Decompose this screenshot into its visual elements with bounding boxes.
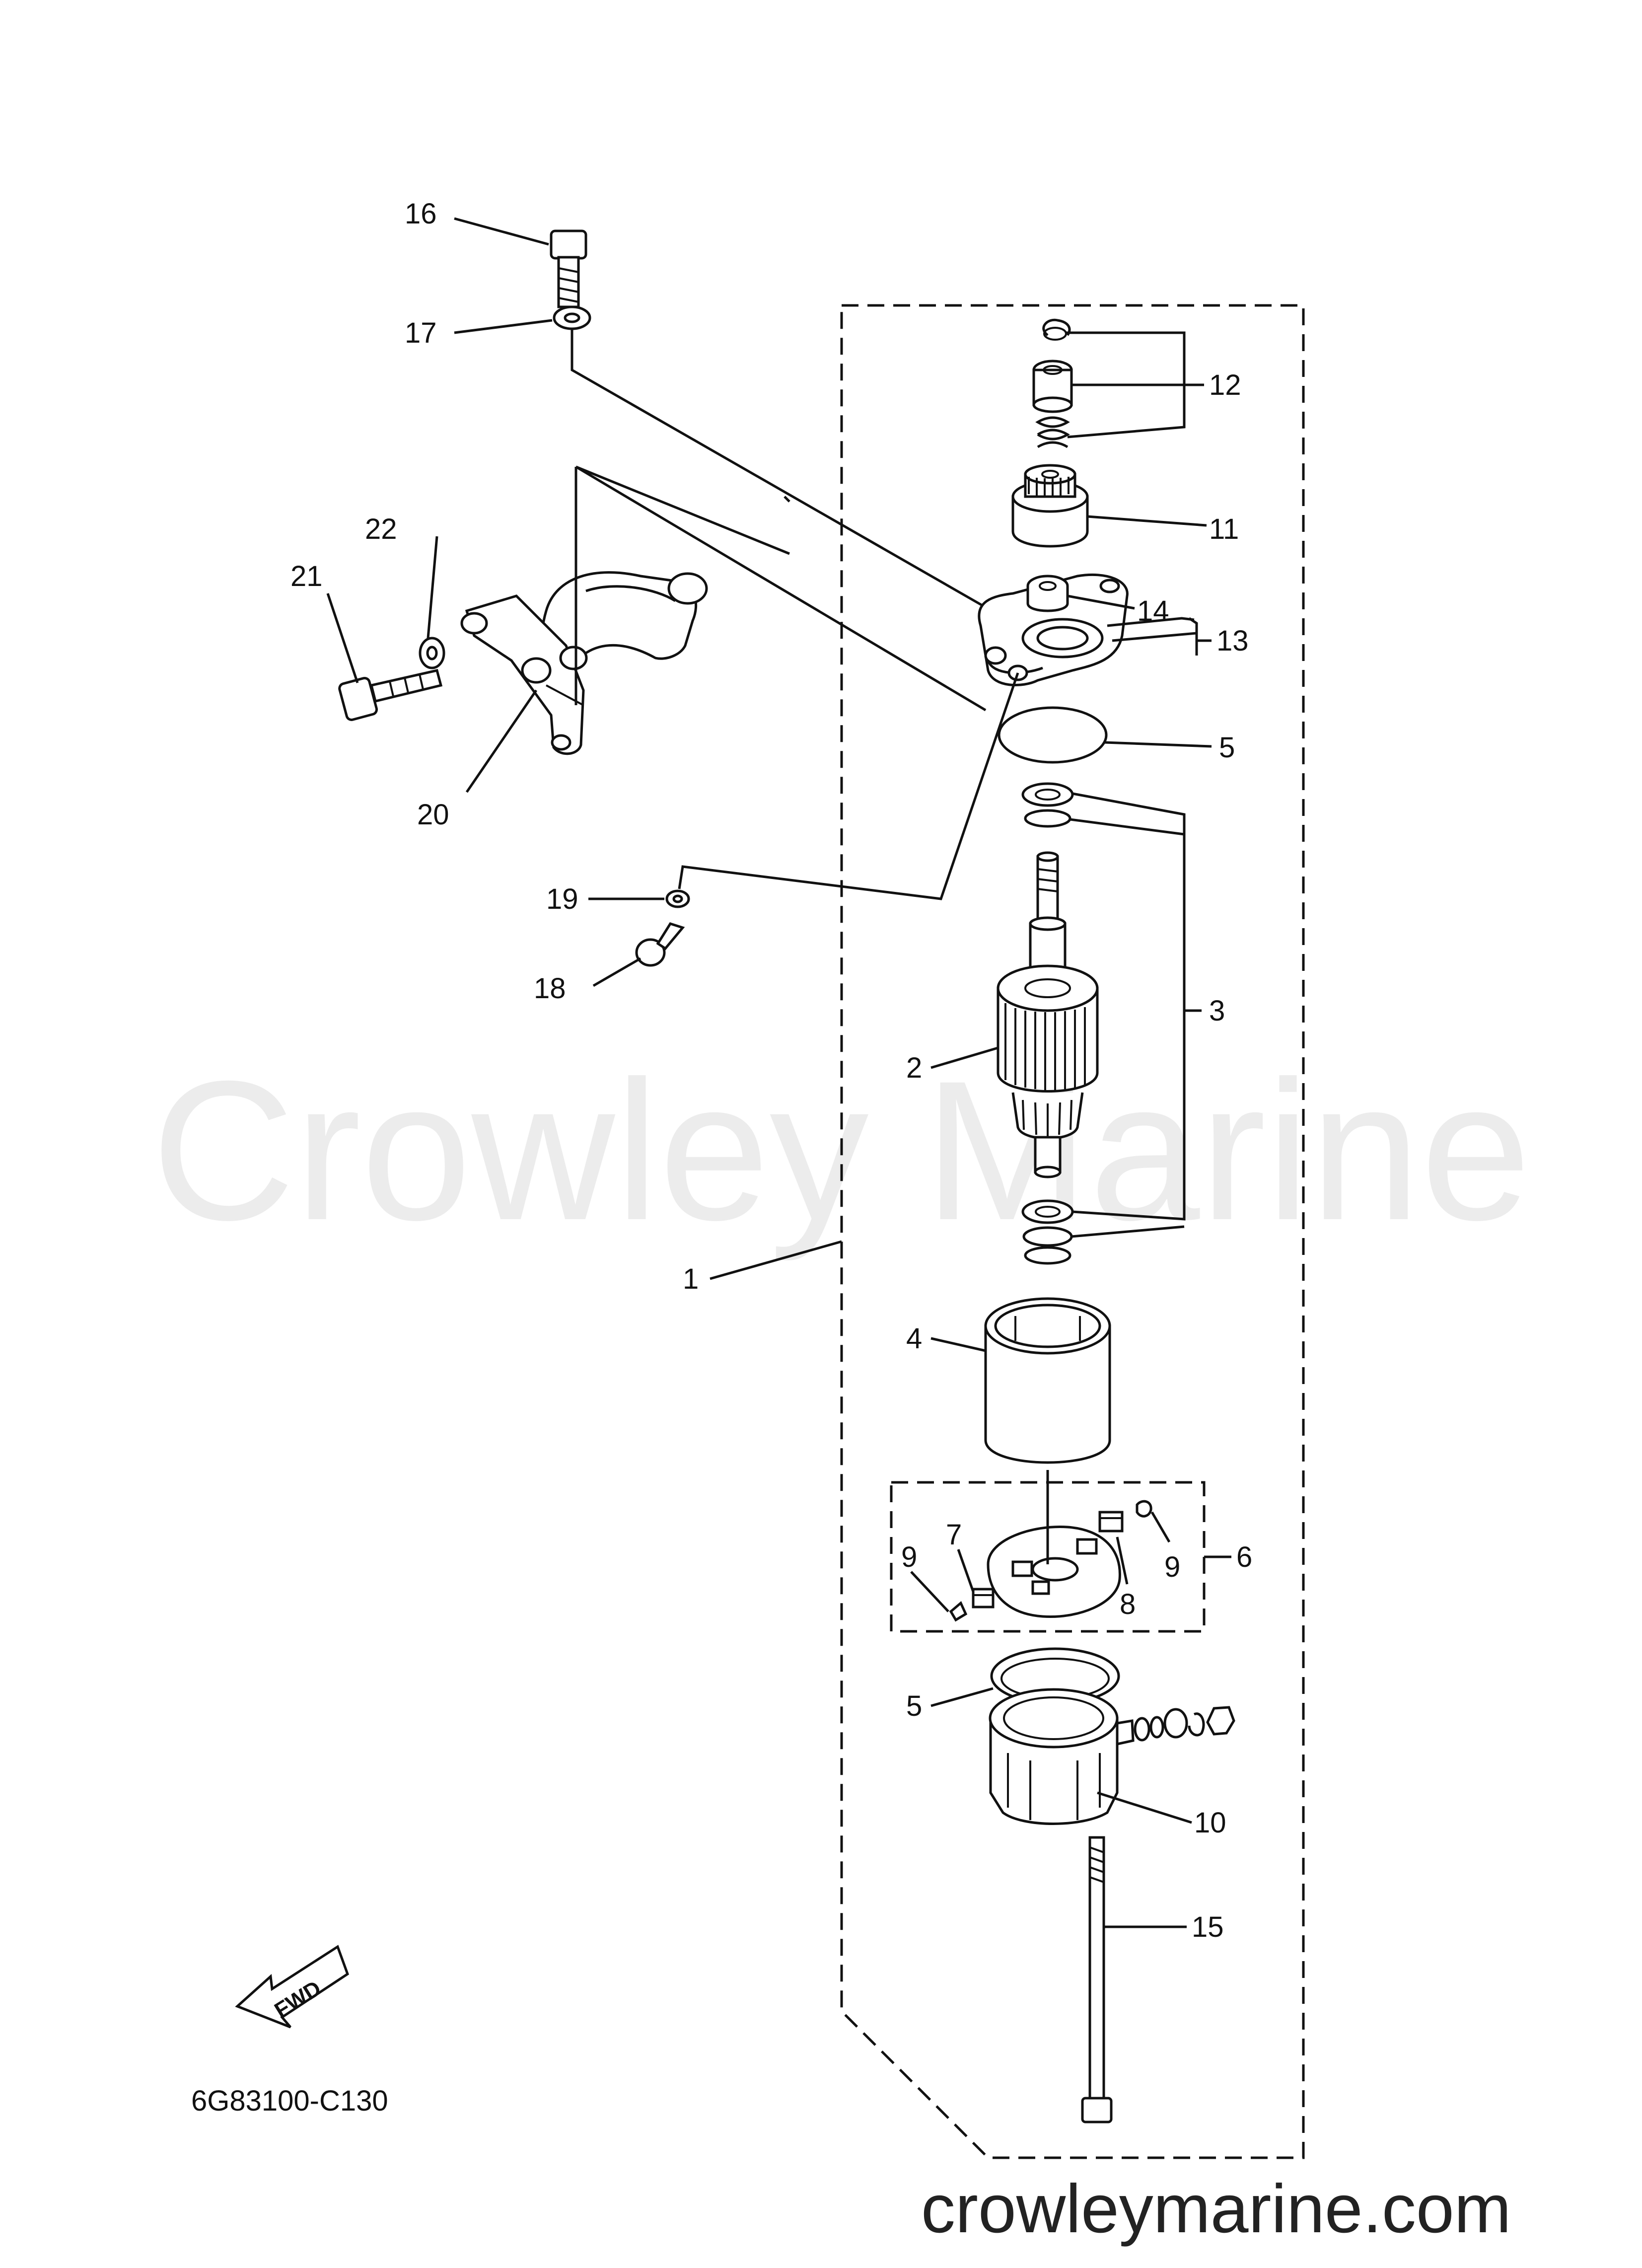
part-12-clip-sleeve-spring: [1032, 318, 1073, 448]
part-15-through-bolt: [1081, 1836, 1113, 2123]
part-9-spring-left: [949, 1601, 968, 1622]
callout-14: 14: [1137, 595, 1169, 627]
part-9-spring-right: [1136, 1500, 1152, 1518]
part-10-rear-cover: [989, 1688, 1235, 1825]
callout-8: 8: [1120, 1588, 1136, 1620]
callout-3: 3: [1209, 995, 1225, 1027]
part-6-brush-holder: [987, 1525, 1121, 1618]
leader-lines: [326, 217, 1231, 1928]
part-2-armature: [997, 851, 1099, 1178]
part-3-washers-lower: [1021, 1199, 1074, 1265]
part-14-bushing: [1026, 575, 1069, 612]
part-20-bracket: [460, 571, 708, 755]
callout-20: 20: [417, 799, 449, 831]
part-5-o-ring-upper: [998, 706, 1108, 764]
callout-15: 15: [1192, 1911, 1224, 1943]
callout-5-lower: 5: [906, 1690, 922, 1722]
part-11-pinion-gear: [1011, 464, 1089, 548]
part-8-brush: [1098, 1511, 1124, 1533]
callout-17: 17: [405, 317, 437, 349]
part-7-brush: [972, 1588, 995, 1609]
part-21-bolt: [338, 669, 443, 721]
diagram-code: 6G83100-C130: [191, 2085, 388, 2117]
callout-5-upper: 5: [1219, 732, 1235, 764]
part-13-front-bracket: [978, 573, 1129, 686]
callout-1: 1: [683, 1263, 699, 1295]
part-4-yoke: [984, 1297, 1111, 1464]
callout-9-left: 9: [901, 1541, 917, 1573]
callout-6: 6: [1236, 1541, 1252, 1573]
part-16-bolt: [550, 229, 587, 308]
part-22-washer: [419, 637, 445, 669]
callout-7: 7: [946, 1519, 962, 1551]
callout-11: 11: [1209, 513, 1239, 545]
website-footer: crowleymarine.com: [921, 2171, 1511, 2247]
part-18-screw: [635, 922, 685, 967]
callout-16: 16: [405, 198, 437, 230]
callout-4: 4: [906, 1322, 922, 1355]
callout-19: 19: [546, 883, 578, 915]
callout-10: 10: [1194, 1807, 1226, 1839]
callout-9-right: 9: [1164, 1551, 1180, 1583]
callout-18: 18: [534, 972, 566, 1005]
part-17-washer: [553, 305, 591, 330]
callout-22: 22: [365, 513, 397, 545]
part-19-washer: [665, 889, 690, 908]
fwd-arrow-icon: FWD: [235, 1945, 350, 2029]
callout-21: 21: [290, 560, 323, 592]
part-3-washers-upper: [1021, 782, 1074, 828]
callout-labels: 16 17 22 21 20 19 18 12 11 14 13 5 3 2 1…: [290, 198, 1252, 1943]
callout-12: 12: [1209, 369, 1241, 401]
callout-2: 2: [906, 1052, 922, 1084]
callout-13: 13: [1216, 625, 1249, 657]
